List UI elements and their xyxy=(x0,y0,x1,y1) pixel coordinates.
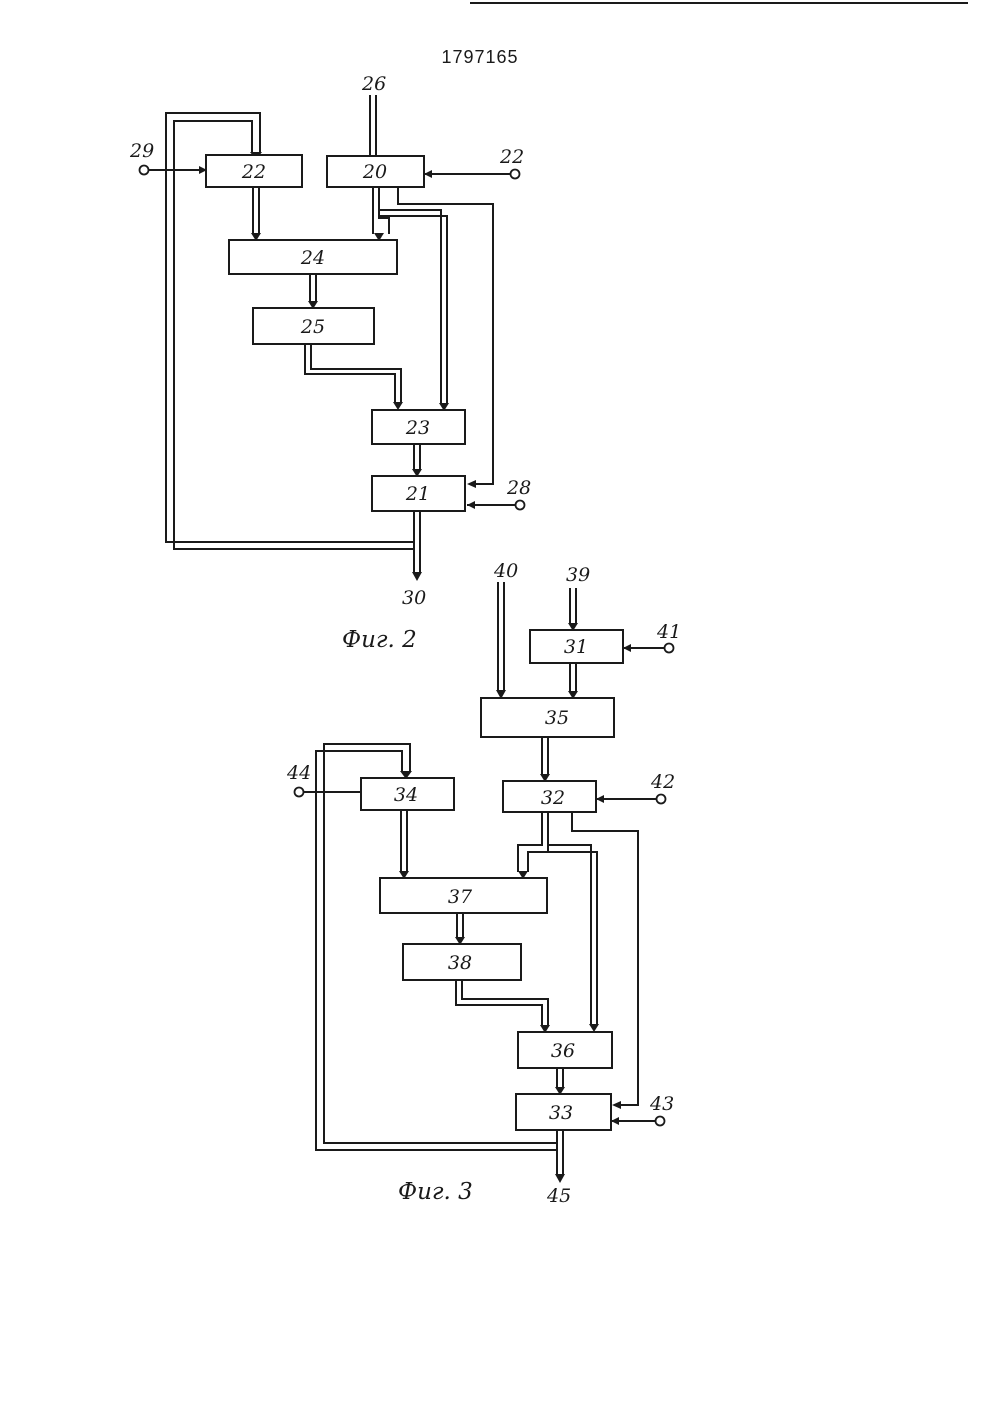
fig3-terminal-42 xyxy=(657,795,666,804)
fig3-terminal-42-label: 42 xyxy=(650,771,675,793)
fig3-terminal-44-label: 44 xyxy=(286,762,311,784)
fig3-terminal-41-label: 41 xyxy=(656,621,681,643)
fig3-terminal-45-label: 45 xyxy=(546,1185,571,1207)
fig3-block-38-label: 38 xyxy=(448,952,472,974)
fig3-terminal-43-label: 43 xyxy=(649,1093,674,1115)
fig3-terminal-41 xyxy=(665,644,674,653)
fig3-block-33-label: 33 xyxy=(549,1102,573,1124)
patent-number: 1797165 xyxy=(441,47,518,67)
fig2-block-25-label: 25 xyxy=(300,316,325,338)
fig2-terminal-28 xyxy=(516,501,525,510)
fig2-terminal-22-label: 22 xyxy=(499,146,524,168)
fig2-block-23-label: 23 xyxy=(405,417,430,439)
figure-3: 31 35 34 32 37 38 36 33 40 39 41 44 4 xyxy=(286,560,681,1207)
fig2-block-21-label: 21 xyxy=(405,483,430,505)
fig3-terminal-40-label: 40 xyxy=(493,560,518,582)
fig3-terminal-43 xyxy=(656,1117,665,1126)
fig2-caption: Фиг. 2 xyxy=(342,627,417,653)
fig2-blocks: 22 20 24 25 23 21 xyxy=(206,155,465,511)
fig2-terminal-26-label: 26 xyxy=(361,73,386,95)
fig2-block-22-label: 22 xyxy=(241,161,266,183)
fig3-caption: Фиг. 3 xyxy=(398,1179,473,1205)
fig2-block-24-label: 24 xyxy=(300,247,325,269)
fig2-terminal-28-label: 28 xyxy=(506,477,531,499)
fig3-block-36-label: 36 xyxy=(551,1040,575,1062)
fig2-terminal-30-label: 30 xyxy=(402,587,426,609)
fig3-blocks: 31 35 34 32 37 38 36 33 xyxy=(361,630,623,1130)
fig3-block-37-label: 37 xyxy=(448,886,473,908)
fig2-terminal-29 xyxy=(140,166,149,175)
fig2-block-20-label: 20 xyxy=(362,161,387,183)
fig2-terminal-29-label: 29 xyxy=(129,140,154,162)
fig2-terminal-22 xyxy=(511,170,520,179)
fig3-block-31-label: 31 xyxy=(564,636,588,658)
fig3-block-34-label: 34 xyxy=(394,784,418,806)
figure-2: 22 20 24 25 23 21 29 26 22 28 30 Фиг. 2 xyxy=(129,73,531,653)
fig3-block-35-label: 35 xyxy=(545,707,569,729)
fig3-terminal-39-label: 39 xyxy=(566,564,590,586)
fig3-block-32-label: 32 xyxy=(541,787,565,809)
fig3-terminal-44 xyxy=(295,788,304,797)
